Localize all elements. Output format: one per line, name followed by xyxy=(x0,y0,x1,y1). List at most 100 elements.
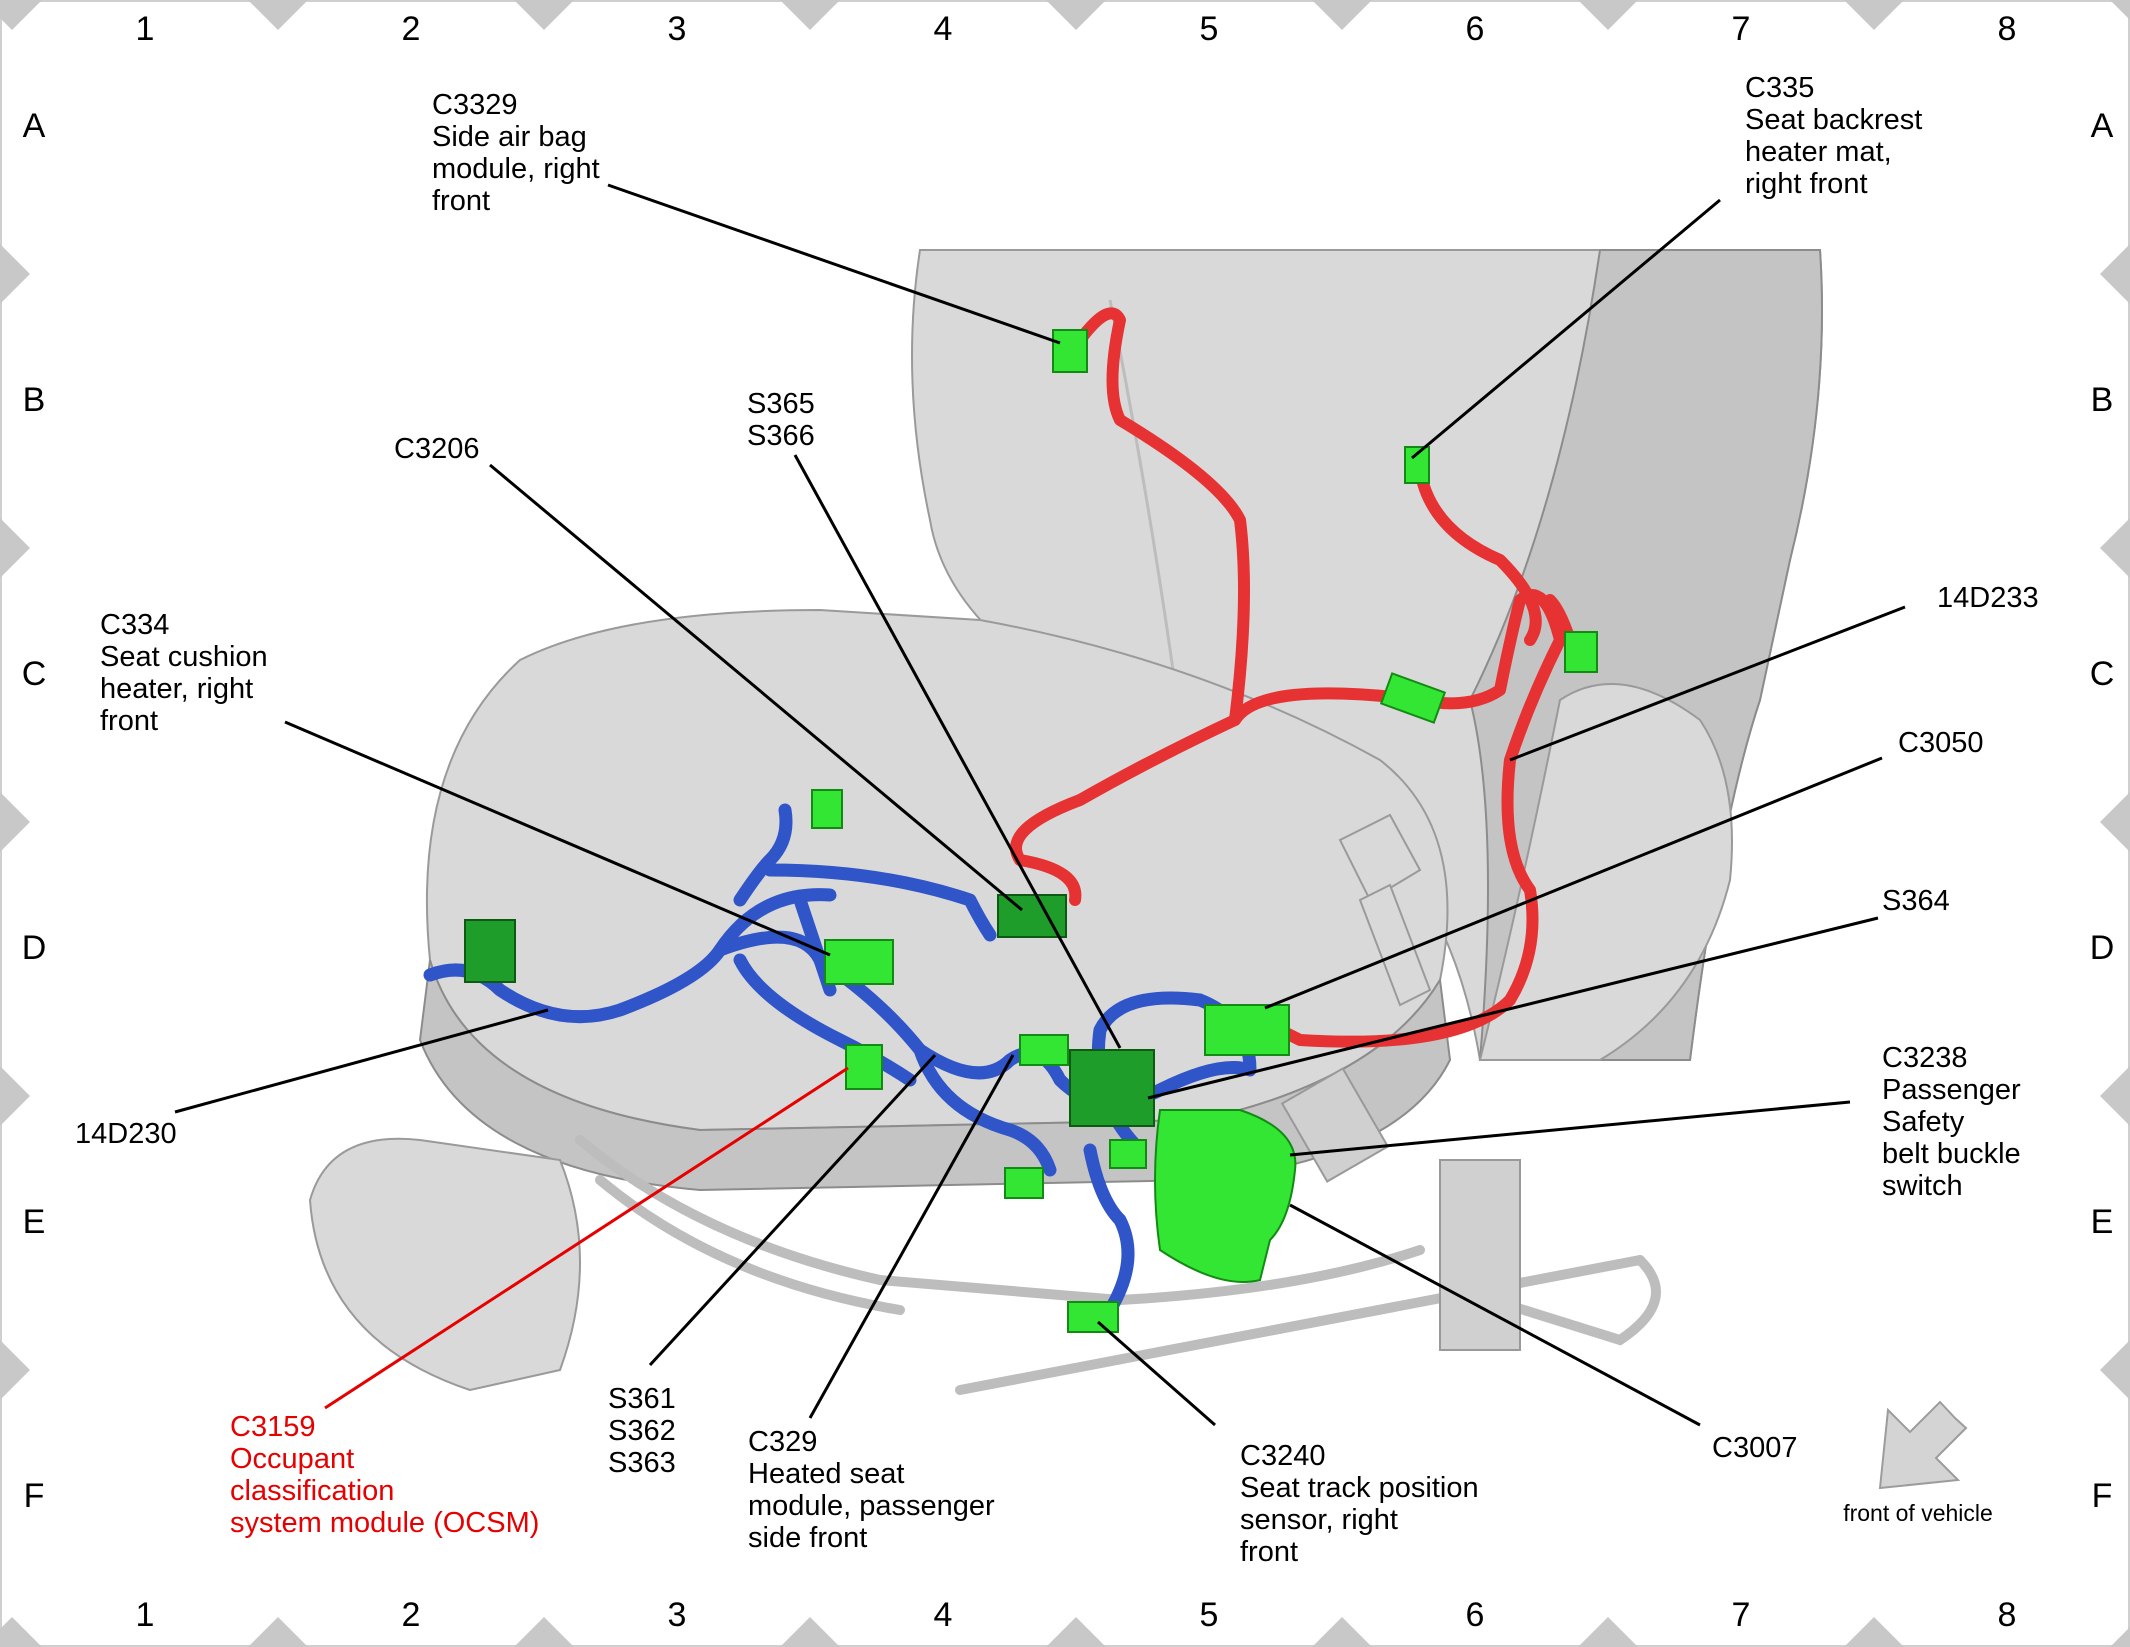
border-marker-right xyxy=(2100,1066,2130,1126)
callout-c3329: C3329 Side air bag module, right front xyxy=(432,89,608,217)
border-marker-right xyxy=(2100,1340,2130,1400)
leader-c334 xyxy=(284,720,831,957)
leader-c3240 xyxy=(1097,1320,1216,1427)
grid-col-1-bottom: 1 xyxy=(136,1596,155,1634)
grid-row-b: B xyxy=(23,381,46,419)
front-of-vehicle-label: front of vehicle xyxy=(1843,1500,1993,1526)
connector-14d233-end xyxy=(1564,631,1598,673)
border-marker-left xyxy=(0,244,30,304)
connector-s361 xyxy=(1019,1034,1069,1066)
connector-c334-pigtail xyxy=(811,789,843,829)
callout-s364: S364 xyxy=(1882,885,1950,917)
leader-lines xyxy=(174,183,1906,1427)
border-marker-right xyxy=(2100,792,2130,852)
border-marker-top xyxy=(2110,0,2130,20)
grid-col-7: 7 xyxy=(1732,10,1751,48)
harness-blue-branch-top xyxy=(733,803,997,942)
grid-col-8-bottom: 8 xyxy=(1998,1596,2017,1634)
callout-14d233: 14D233 xyxy=(1937,582,2039,614)
border-marker-top xyxy=(1046,0,1106,30)
seat-belt-buckle xyxy=(1338,813,1422,902)
callout-s361: S361 S362 S363 xyxy=(608,1383,684,1479)
grid-col-3: 3 xyxy=(668,10,687,48)
grid-row-c-right: C xyxy=(2090,655,2115,693)
callout-c334: C334 Seat cushion heater, right front xyxy=(100,609,276,737)
grid-col-7-bottom: 7 xyxy=(1732,1596,1751,1634)
grid-col-3-bottom: 3 xyxy=(668,1596,687,1634)
grid-col-4: 4 xyxy=(934,10,953,48)
front-arrow-icon xyxy=(1878,1400,1968,1490)
connector-c3159 xyxy=(845,1044,883,1090)
grid-col-2-bottom: 2 xyxy=(402,1596,421,1634)
border-marker-bottom xyxy=(1578,1617,1638,1647)
connector-ocsm-body xyxy=(464,919,516,983)
grid-col-4-bottom: 4 xyxy=(934,1596,953,1634)
front-of-vehicle-indicator: front of vehicle xyxy=(1843,1400,1993,1526)
seat-base-trim xyxy=(308,1137,581,1392)
grid-col-8: 8 xyxy=(1998,10,2017,48)
border-marker-bottom xyxy=(1844,1617,1904,1647)
callout-labels: C3329 Side air bag module, right front C… xyxy=(75,72,2039,1568)
leader-14d233 xyxy=(1509,605,1906,762)
grid-col-1: 1 xyxy=(136,10,155,48)
grid-row-e: E xyxy=(23,1203,46,1241)
border-marker-top xyxy=(1578,0,1638,30)
leader-s365 xyxy=(793,454,1122,1049)
callout-c3206: C3206 xyxy=(394,433,479,465)
leader-c3329 xyxy=(607,183,1061,345)
callout-c3007: C3007 xyxy=(1712,1432,1797,1464)
grid-col-2: 2 xyxy=(402,10,421,48)
border-marker-top xyxy=(1844,0,1904,30)
harness-blue-branch-lower xyxy=(913,1043,1135,1317)
border-marker-right xyxy=(2100,244,2130,304)
grid-row-d-right: D xyxy=(2090,929,2115,967)
connector-c3050 xyxy=(1204,1004,1290,1056)
leader-c3206 xyxy=(489,463,1023,912)
border-marker-left xyxy=(0,1340,30,1400)
border-marker-top xyxy=(1312,0,1372,30)
connector-c329 xyxy=(1069,1049,1155,1127)
callout-c3240: C3240 Seat track position sensor, right … xyxy=(1240,1440,1487,1568)
border-marker-bottom xyxy=(248,1617,308,1647)
callout-c3050: C3050 xyxy=(1898,727,1983,759)
grid-column-labels-top: 1 2 3 4 5 6 7 8 xyxy=(136,10,2017,48)
callout-s365: S365 S366 xyxy=(747,388,823,452)
seat-illustration xyxy=(308,249,1823,1395)
leader-c335 xyxy=(1411,198,1721,460)
callout-c3159: C3159 Occupant classification system mod… xyxy=(230,1411,539,1539)
connector-seatback-inline xyxy=(1379,672,1447,724)
grid-row-e-right: E xyxy=(2091,1203,2114,1241)
leader-s361 xyxy=(648,1053,937,1367)
seat-frame-tube-2 xyxy=(595,1175,905,1315)
border-marker-left xyxy=(0,518,30,578)
harness-blue-loop xyxy=(733,953,917,1087)
connector-c3329 xyxy=(1052,329,1088,373)
border-marker-bottom xyxy=(1046,1617,1106,1647)
border-marker-left xyxy=(0,1066,30,1126)
grid-row-d: D xyxy=(22,929,47,967)
callout-c3238: C3238 Passenger Safety belt buckle switc… xyxy=(1882,1042,2029,1202)
seat-leg-rear xyxy=(1439,1159,1521,1351)
harness-red-main xyxy=(1074,307,1566,1048)
border-marker-bottom xyxy=(2110,1627,2130,1647)
callout-14d230: 14D230 xyxy=(75,1118,177,1150)
border-marker-top xyxy=(780,0,840,30)
grid-row-labels-right: A B C D E F xyxy=(2090,107,2115,1515)
connector-lower-inline xyxy=(1004,1167,1044,1199)
grid-row-labels-left: A B C D E F xyxy=(22,107,47,1515)
seat-recliner-lever xyxy=(1280,1067,1390,1183)
border-marker-left xyxy=(0,792,30,852)
grid-col-6: 6 xyxy=(1466,10,1485,48)
border-marker-bottom xyxy=(1312,1617,1372,1647)
grid-col-5: 5 xyxy=(1200,10,1219,48)
connector-c3238 xyxy=(1154,1109,1297,1283)
leader-s364 xyxy=(1147,916,1879,1100)
harness-red-branch-seat xyxy=(1010,714,1241,906)
grid-row-c: C xyxy=(22,655,47,693)
grid-row-f-right: F xyxy=(2092,1477,2113,1515)
border-marker-bottom xyxy=(780,1617,840,1647)
callout-c335: C335 Seat backrest heater mat, right fro… xyxy=(1745,72,1930,200)
harness-seatback-red xyxy=(1010,307,1576,1048)
leader-c329 xyxy=(808,1054,1015,1419)
